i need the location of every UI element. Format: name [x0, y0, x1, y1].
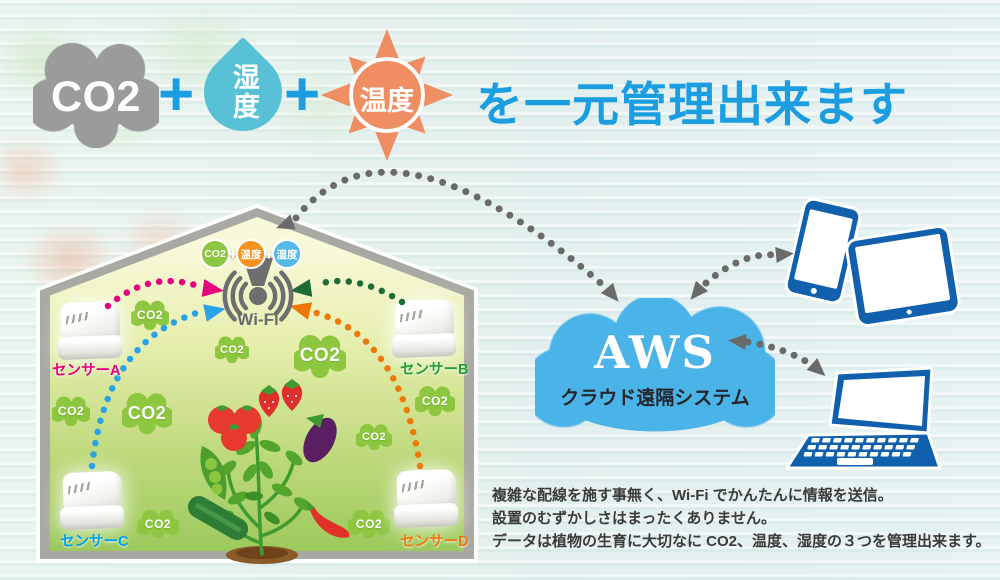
description-line: 設置のむずかしさはまったくありません。: [492, 510, 776, 527]
sensor-d-label: センサーD: [400, 534, 469, 550]
tablet-screen: [854, 233, 951, 314]
co2-cloud: CO2: [215, 336, 249, 363]
badge-humidity: 湿度: [272, 239, 302, 269]
co2-cloud: CO2: [131, 300, 169, 330]
description-line: データは植物の生育に大切なに CO2、温度、湿度の３つを管理出来ます。: [492, 533, 991, 550]
wifi-label: Wi-Fi: [237, 310, 279, 329]
sensor-c-label: センサーC: [60, 534, 129, 550]
home-button: [905, 309, 912, 315]
aws-subtitle: クラウド遠隔システム: [560, 388, 750, 409]
sensor-device-c: [59, 470, 125, 530]
sun-rays: [320, 28, 454, 162]
description-line: 複雑な配線を施す事無く、Wi-Fi でかんたんに情報を送信。: [492, 487, 893, 504]
sensor-b-label: センサーB: [400, 362, 469, 378]
co2-cloud: CO2: [348, 510, 390, 538]
tomatoes: [208, 405, 261, 451]
aws-cloud: [535, 298, 775, 433]
plus-icon: +: [228, 245, 238, 264]
sensor-device-a: [57, 300, 123, 360]
cucumber: [187, 496, 249, 540]
badge-temperature: 温度: [236, 239, 266, 269]
co2-cloud: CO2: [356, 424, 392, 450]
co2-cloud-icon: CO2: [33, 40, 159, 148]
vegetables-illustration: [187, 379, 350, 564]
plus-icon: +: [284, 60, 321, 129]
aws-title: AWS: [594, 326, 716, 379]
phone-screen: [793, 209, 853, 290]
sensor-device-d: [393, 468, 459, 528]
eggplant: [303, 414, 337, 463]
home-button: [810, 287, 818, 295]
co2-cloud: CO2: [122, 392, 172, 434]
co2-cloud: CO2: [52, 396, 90, 426]
chili-pepper: [307, 502, 350, 538]
humidity-label: 湿度: [228, 63, 259, 121]
co2-label: CO2: [51, 72, 141, 121]
temperature-sun-icon: 温度: [319, 27, 455, 163]
plus-icon: +: [264, 245, 274, 264]
keyboard-keys: [803, 438, 919, 465]
badge-co2: CO2: [200, 239, 230, 269]
co2-cloud: CO2: [137, 510, 179, 538]
laptop-icon: [785, 366, 942, 470]
tablet-icon: [847, 226, 959, 326]
description-text: 複雑な配線を施す事無く、Wi-Fi でかんたんに情報を送信。 設置のむずかしさは…: [492, 484, 997, 553]
sensor-a-label: センサーA: [52, 363, 121, 379]
sensor-device-b: [391, 298, 457, 358]
co2-cloud: CO2: [294, 334, 346, 378]
co2-cloud: CO2: [415, 386, 455, 416]
plus-icon: +: [158, 60, 195, 129]
pea-pod: [200, 446, 227, 500]
strawberries: [258, 379, 303, 417]
temperature-label: 温度: [360, 86, 414, 116]
touchpad: [837, 458, 873, 465]
headline: を一元管理出来ます: [476, 78, 908, 131]
